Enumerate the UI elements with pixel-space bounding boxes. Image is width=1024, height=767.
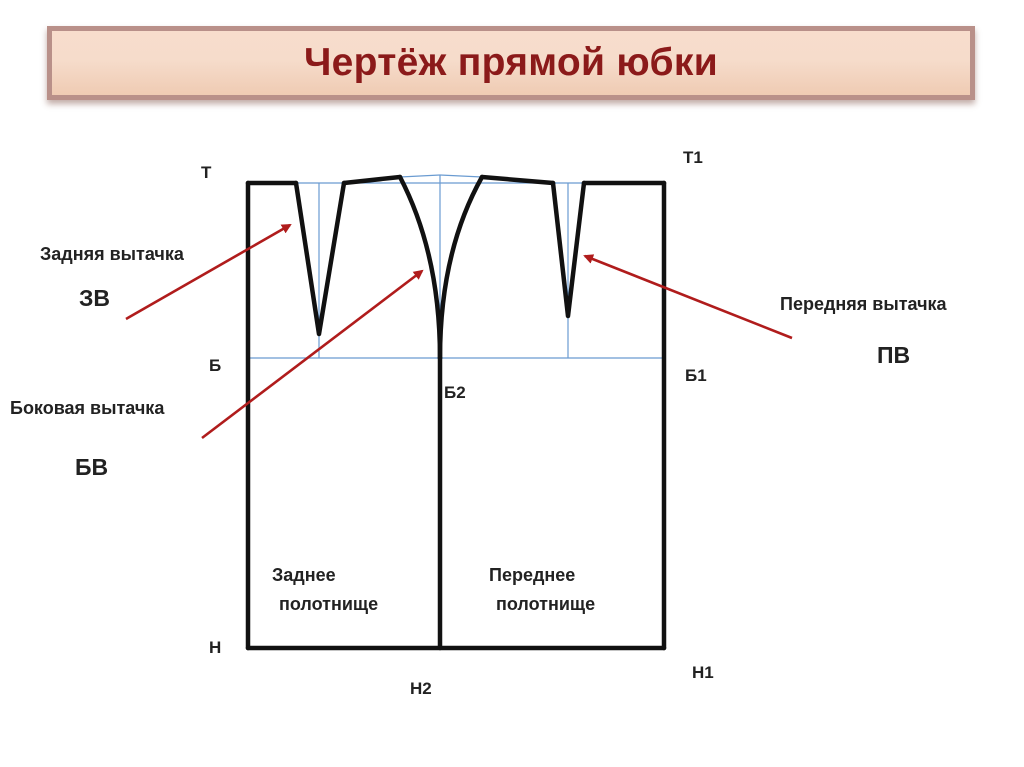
point-label-b: Б (209, 356, 221, 375)
front-dart-label: Передняя вытачка (780, 294, 948, 314)
point-label-h1: Н1 (692, 663, 714, 682)
back-dart-label: Задняя вытачка (40, 244, 185, 264)
waist-line-front-side (479, 174, 556, 186)
waist-line-back-side (341, 174, 403, 186)
point-label-t: Т (201, 163, 212, 182)
point-label-b2: Б2 (444, 383, 466, 402)
front-panel-label-line1: Переднее (489, 565, 575, 585)
back-dart-abbr: ЗВ (79, 285, 110, 311)
pointer-arrows (125, 223, 793, 440)
page-title: Чертёж прямой юбки (303, 41, 719, 84)
side-dart-back-curve (397, 174, 443, 361)
back-dart (293, 180, 347, 337)
side-waist-guide-2 (439, 174, 483, 178)
point-label-h2: Н2 (410, 679, 432, 698)
side-dart-abbr: БВ (75, 454, 108, 480)
back-panel-label-line1: Заднее (272, 565, 336, 585)
point-label-b1: Б1 (685, 366, 707, 385)
front-panel-label-line2: полотнище (496, 594, 595, 614)
front-dart (550, 180, 587, 319)
back-panel-label-line2: полотнище (279, 594, 378, 614)
side-dart-label: Боковая вытачка (10, 398, 165, 418)
back-dart-arrow (125, 223, 292, 321)
point-label-t1: Т1 (683, 148, 703, 167)
side-dart-front-curve (437, 174, 485, 361)
front-dart-abbr: ПВ (877, 342, 910, 368)
skirt-outline (245, 174, 667, 651)
side-dart-arrow (201, 269, 424, 440)
title-banner: Чертёж прямой юбки (47, 26, 975, 100)
front-dart-arrow (583, 254, 793, 340)
point-label-h: Н (209, 638, 221, 657)
side-waist-guide (399, 174, 441, 178)
